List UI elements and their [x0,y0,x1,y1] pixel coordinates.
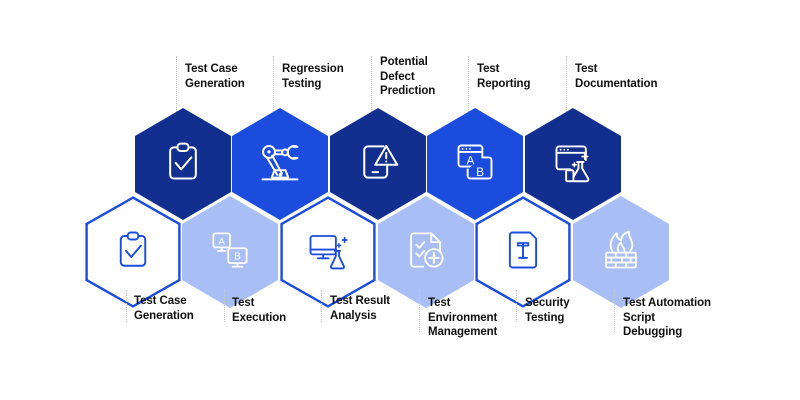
hexagon-outline-shape [85,196,181,308]
connector-line-bottom-5 [516,290,517,322]
connector-line-bottom-1 [126,290,127,322]
connector-line-top-4 [468,56,469,124]
connector-line-bottom-4 [419,290,420,332]
device-warning-icon [356,140,400,189]
ab-screens-icon: A B [209,229,251,276]
svg-text:A: A [218,236,225,247]
connector-line-bottom-2 [224,290,225,322]
label-bottom-test-result-analysis: Test Result Analysis [330,295,391,322]
connector-line-bottom-6 [614,290,615,332]
robot-arm-icon [257,140,303,189]
label-top-test-case-generation: Test Case Generation [185,63,245,90]
connector-line-bottom-3 [321,290,322,322]
clipboard-check-icon [161,140,205,189]
connector-line-top-5 [566,56,567,124]
label-top-regression-testing: Regression Testing [282,63,344,90]
hex-bottom-security-testing[interactable] [475,196,571,308]
svg-text:B: B [234,251,241,262]
label-bottom-test-environment-management: Test Environment Management [428,297,498,339]
label-bottom-test-automation-script-debugging: Test Automation Script Debugging [623,297,711,339]
label-top-potential-defect-prediction: Potential Defect Prediction [380,56,436,98]
connector-line-top-2 [273,56,274,124]
monitor-flask-icon [306,229,350,276]
hex-bottom-test-execution[interactable]: A B [182,196,278,308]
connector-line-top-1 [176,56,177,124]
ab-windows-icon: A B [453,140,497,189]
label-top-test-reporting: Test Reporting [477,63,531,90]
svg-text:A: A [466,153,474,167]
document-check-plus-icon [405,229,447,276]
firewall-flame-icon [599,229,643,276]
browser-flask-icon [551,140,595,189]
hex-bottom-test-environment-management[interactable] [378,196,474,308]
connector-line-top-3 [371,56,372,124]
label-bottom-security-testing: Security Testing [525,297,570,324]
label-bottom-test-case-generation: Test Case Generation [134,295,194,322]
svg-text:B: B [476,164,484,178]
hex-bottom-test-case-generation[interactable] [85,196,181,308]
clipboard-check-icon [112,229,154,276]
label-top-test-documentation: Test Documentation [575,63,658,90]
hex-bottom-test-automation-script-debugging[interactable] [573,196,669,308]
hexagon-outline-shape [280,196,376,308]
label-bottom-test-execution: Test Execution [232,297,287,324]
hex-bottom-test-result-analysis[interactable] [280,196,376,308]
document-text-icon [503,229,543,276]
